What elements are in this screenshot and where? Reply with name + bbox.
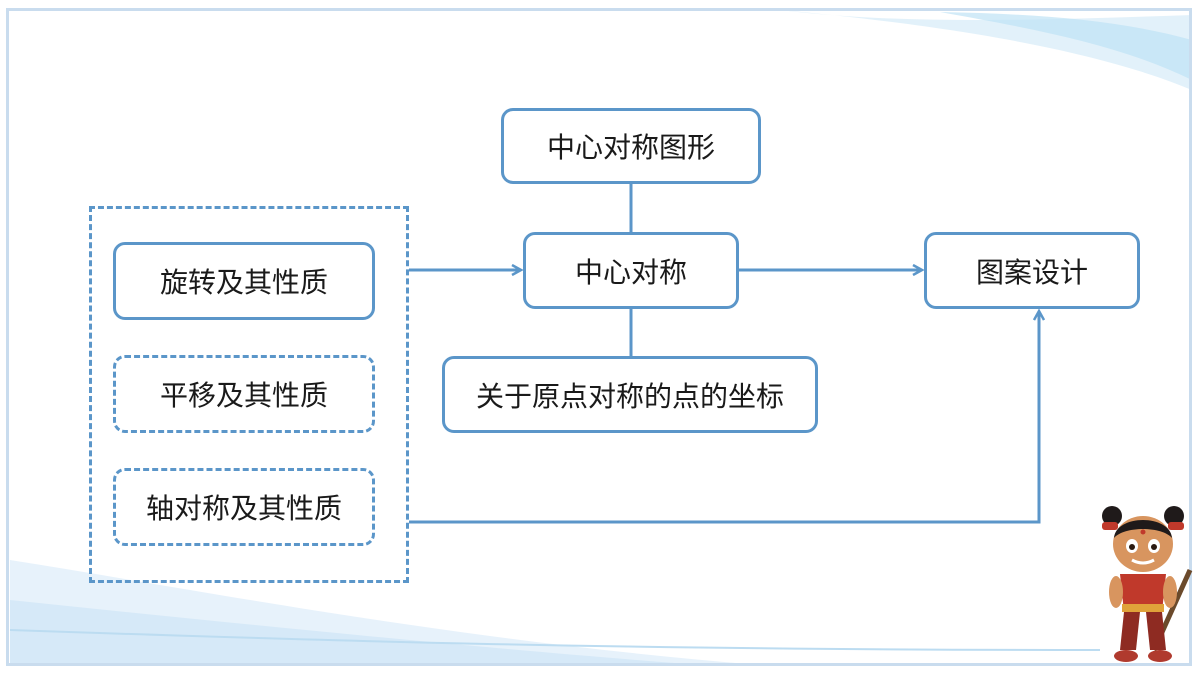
arrow-group-to-pattern-design [409,311,1039,524]
prerequisite-group [89,206,409,583]
node-pattern-design-label: 图案设计 [975,255,1088,289]
node-rotation: 旋转及其性质 [113,242,375,320]
node-origin-symmetric-points: 关于原点对称的点的坐标 [442,356,818,433]
node-rotation-label: 旋转及其性质 [159,266,328,299]
slide-frame [6,8,1192,666]
node-center-symmetry: 中心对称 [523,232,739,309]
node-center-figure: 中心对称图形 [501,108,761,184]
mascot-illustration [1102,506,1193,662]
node-axial-symmetry-label: 轴对称及其性质 [145,492,342,525]
node-translation: 平移及其性质 [113,355,375,433]
node-pattern-design: 图案设计 [924,232,1140,309]
node-center-figure-label: 中心对称图形 [546,131,715,164]
node-translation-label: 平移及其性质 [159,379,328,412]
node-axial-symmetry: 轴对称及其性质 [113,468,375,546]
node-origin-symmetric-points-label: 关于原点对称的点的坐标 [475,379,784,413]
node-center-symmetry-label: 中心对称 [574,255,687,289]
